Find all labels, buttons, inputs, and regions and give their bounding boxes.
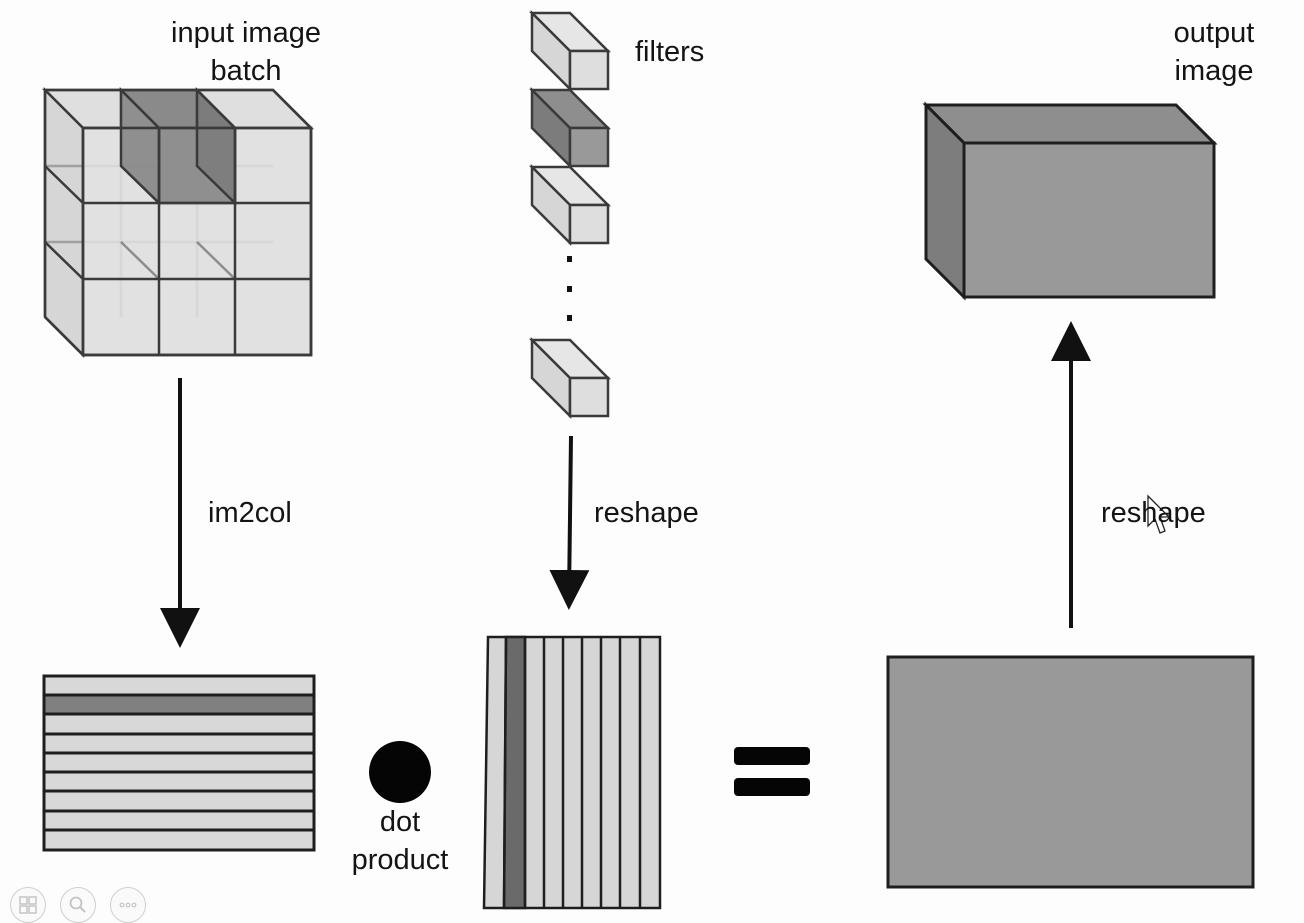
input-image-batch-label: input image batch <box>146 14 346 90</box>
dot-product-label: dot product <box>330 803 470 879</box>
dot-product-label-line2: product <box>351 844 449 876</box>
filter-cube-4 <box>528 336 612 420</box>
output-image-box <box>922 101 1218 301</box>
input-image-batch-cubes <box>41 86 315 359</box>
im2col-label: im2col <box>208 497 292 529</box>
input-image-batch-label-line1: input image <box>171 17 321 49</box>
output-image-label-line1: output <box>1173 17 1255 49</box>
filters-label: filters <box>635 36 705 68</box>
slides-button[interactable] <box>10 887 46 923</box>
dot-product-label-line1: dot <box>379 806 421 838</box>
more-icon <box>119 902 137 908</box>
reshaped-highlighted-column <box>502 635 527 910</box>
slides-icon <box>19 896 37 914</box>
filter-cube-2-highlighted <box>528 86 612 170</box>
reshape-filters-label: reshape <box>594 497 699 529</box>
output-image-label-line2: image <box>1174 55 1254 87</box>
zoom-icon <box>69 896 86 913</box>
im2col-highlighted-row <box>42 693 316 716</box>
mouse-cursor-icon <box>1147 494 1171 534</box>
im2col-matrix <box>42 674 316 852</box>
reshape-filters-arrow <box>549 435 590 610</box>
reshape-output-label: reshape <box>1101 497 1206 529</box>
filters-stack <box>528 9 612 420</box>
result-matrix <box>886 655 1255 889</box>
zoom-button[interactable] <box>60 887 96 923</box>
equals-operator-icon <box>734 747 810 796</box>
ellipsis-icon <box>567 256 572 321</box>
dot-product-operator-icon <box>369 741 431 803</box>
filter-cube-1 <box>528 9 612 93</box>
more-button[interactable] <box>110 887 146 923</box>
input-image-batch-label-line2: batch <box>210 55 282 87</box>
filter-cube-3 <box>528 163 612 247</box>
reshaped-filter-matrix <box>482 635 662 910</box>
output-image-label: output image <box>1154 14 1274 90</box>
